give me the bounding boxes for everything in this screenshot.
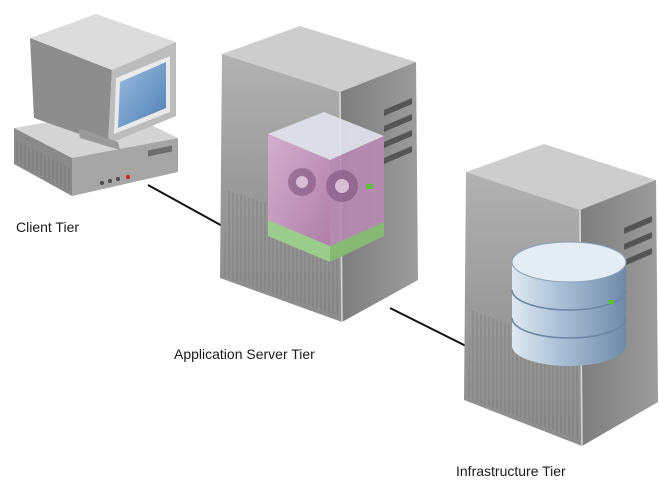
application-server-tier-label: Application Server Tier (174, 346, 315, 362)
client-tier-label: Client Tier (16, 219, 80, 235)
edge-client-app (147, 184, 227, 229)
edge-app-infra (389, 307, 471, 349)
desktop-computer-icon (14, 14, 178, 196)
database-cylinder-icon (511, 241, 627, 366)
gears-cube-icon (268, 112, 384, 262)
infrastructure-tier-label: Infrastructure Tier (456, 463, 566, 479)
